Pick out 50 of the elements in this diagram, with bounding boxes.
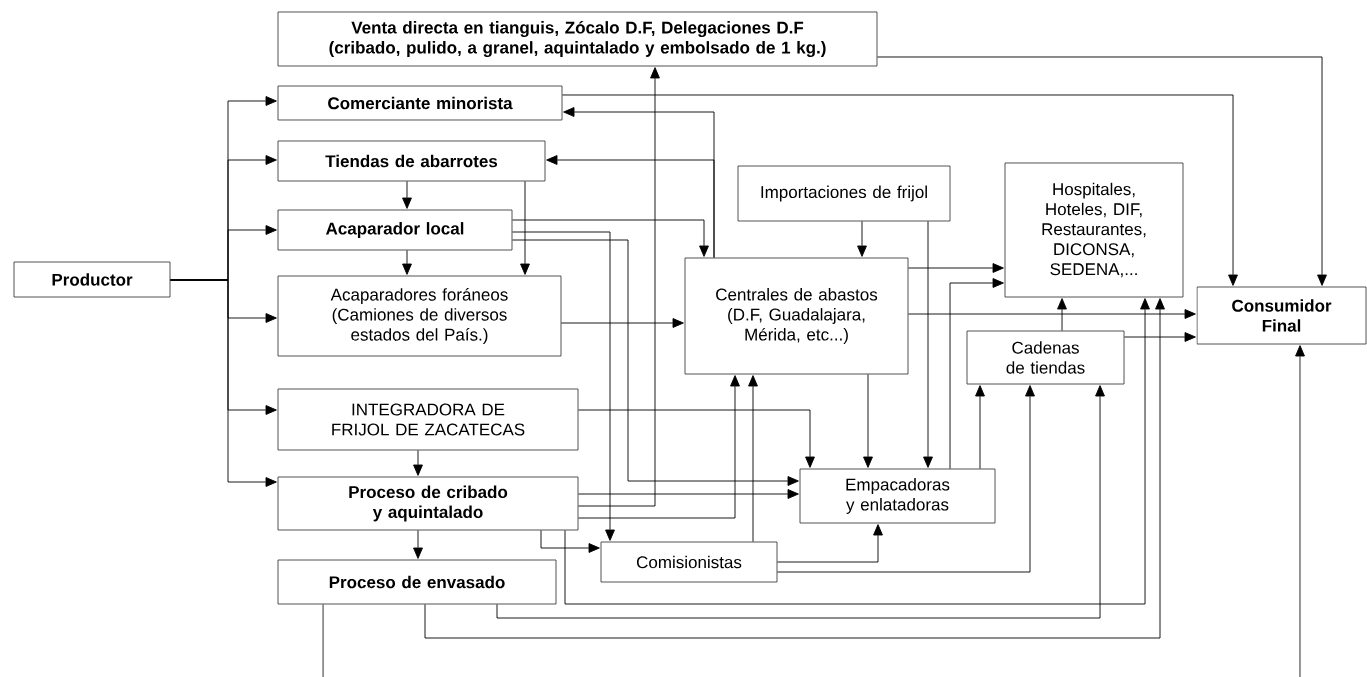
arrow <box>578 489 799 499</box>
process-box: Tiendas de abarrotes <box>277 140 546 182</box>
arrow <box>512 231 615 541</box>
process-box: Acaparadores foráneos (Camiones de diversos estados del País.) <box>277 275 562 357</box>
arrow <box>578 409 815 468</box>
arrow <box>877 56 1327 286</box>
arrow <box>564 298 1150 605</box>
arrow <box>424 298 1165 639</box>
process-box: Productor <box>13 261 171 298</box>
arrow <box>908 309 1196 319</box>
arrow <box>975 385 985 469</box>
process-box: INTEGRADORA DE FRIJOL DE ZACATECAS <box>277 388 579 451</box>
process-box: Empacadoras y enlatadoras <box>799 468 996 524</box>
process-box: Acaparador local <box>277 209 513 251</box>
process-box: Hospitales, Hoteles, DIF, Restaurantes, DICONSA, SEDENA,... <box>1004 162 1184 298</box>
process-box: Venta directa en tianguis, Zócalo D.F, Delegaciones D.F (cribado, pulido, a granel, aquintalado y embolsado de 1 kg.) <box>277 11 878 67</box>
arrow <box>1295 345 1305 677</box>
process-box: Comisionistas <box>600 541 778 583</box>
arrow <box>1124 332 1196 342</box>
arrow <box>413 450 423 476</box>
process-box: Proceso de cribado y aquintalado <box>277 476 579 531</box>
arrow <box>402 250 412 275</box>
arrow <box>402 181 412 209</box>
arrow <box>546 155 715 258</box>
arrow <box>857 221 867 257</box>
arrow <box>578 375 740 519</box>
process-box: Comerciante minorista <box>277 85 563 121</box>
arrow <box>170 279 277 487</box>
arrow <box>512 239 799 486</box>
arrow <box>949 278 1004 469</box>
process-box: Importaciones de frijol <box>737 165 951 222</box>
arrow <box>923 221 933 468</box>
process-box: Cadenas de tiendas <box>966 330 1125 385</box>
arrow <box>413 530 423 559</box>
arrow <box>540 530 600 553</box>
arrow <box>748 375 758 542</box>
arrow <box>777 385 1035 573</box>
arrow <box>1057 298 1067 331</box>
process-box: Proceso de envasado <box>277 559 557 605</box>
process-box: Consumidor Final <box>1196 286 1367 345</box>
arrow <box>561 318 684 328</box>
arrow <box>908 263 1004 273</box>
arrow <box>520 181 530 275</box>
process-box: Centrales de abastos (D.F, Guadalajara, Mérida, etc...) <box>684 257 909 375</box>
arrow <box>777 524 883 563</box>
arrow <box>496 385 1105 619</box>
arrow <box>578 67 660 507</box>
arrow <box>512 219 709 257</box>
arrow <box>863 374 873 468</box>
arrow <box>562 94 1238 286</box>
